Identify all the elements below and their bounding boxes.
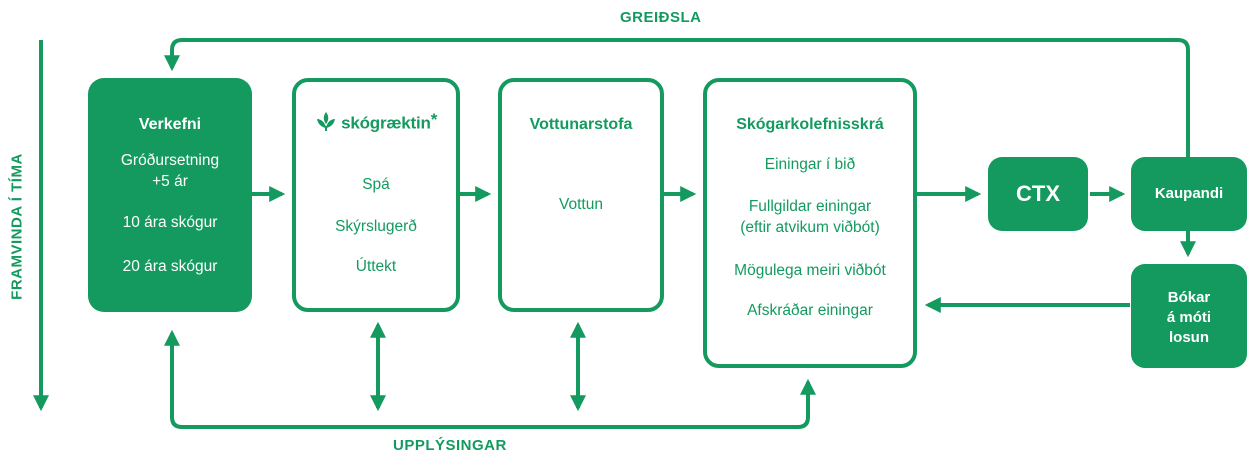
skograektin-logo-text: skógræktin xyxy=(341,113,431,133)
skograektin-item-skyrslugerd: Skýrslugerð xyxy=(335,218,417,235)
payment-arrow xyxy=(164,38,1190,158)
payment-label: GREIÐSLA xyxy=(620,9,702,26)
skraning-item-pending: Einingar í bið xyxy=(764,156,856,173)
vottunarstofa-box: Vottunarstofa Vottun xyxy=(498,78,664,312)
vottunarstofa-item-vottun: Vottun xyxy=(559,196,603,213)
tree-leaf-icon xyxy=(315,110,337,137)
verkefni-box: Verkefni Gróðursetning +5 ár 10 ára skóg… xyxy=(88,78,252,312)
verkefni-item-20yr: 20 ára skógur xyxy=(122,258,218,275)
kaupandi-box: Kaupandi xyxy=(1131,157,1247,231)
skograrkolefnisskra-box: Skógarkolefnisskrá Einingar í bið Fullgi… xyxy=(703,78,917,368)
skraning-item-valid: Fullgildar einingar (eftir atvikum viðbó… xyxy=(740,198,880,236)
bokar-box: Bókar á móti losun xyxy=(1131,264,1247,368)
skograektin-logo: skógræktin* xyxy=(296,110,456,136)
ctx-box: CTX xyxy=(988,157,1088,231)
bokar-label: Bókar á móti losun xyxy=(1166,289,1212,346)
logo-asterisk: * xyxy=(430,110,438,129)
skraning-item-deregistered: Afskráðar einingar xyxy=(747,302,873,319)
information-label: UPPLÝSINGAR xyxy=(393,437,507,454)
vottunarstofa-title: Vottunarstofa xyxy=(529,116,633,133)
skraning-item-possible: Mögulega meiri viðbót xyxy=(734,262,886,279)
skograektin-item-spa: Spá xyxy=(362,176,390,193)
time-label: FRAMVINDA Í TÍMA xyxy=(8,153,26,300)
skograektin-box: skógræktin* Spá Skýrslugerð Úttekt xyxy=(292,78,460,312)
kaupandi-label: Kaupandi xyxy=(1154,185,1224,202)
info-bus xyxy=(164,329,816,429)
skograrkolefnisskra-title: Skógarkolefnisskrá xyxy=(736,116,884,133)
skograektin-item-uttekt: Úttekt xyxy=(355,258,397,275)
verkefni-item-planting: Gróðursetning +5 ár xyxy=(120,152,220,190)
verkefni-title: Verkefni xyxy=(138,116,202,133)
ctx-label: CTX xyxy=(1016,181,1060,206)
verkefni-item-10yr: 10 ára skógur xyxy=(122,214,218,231)
